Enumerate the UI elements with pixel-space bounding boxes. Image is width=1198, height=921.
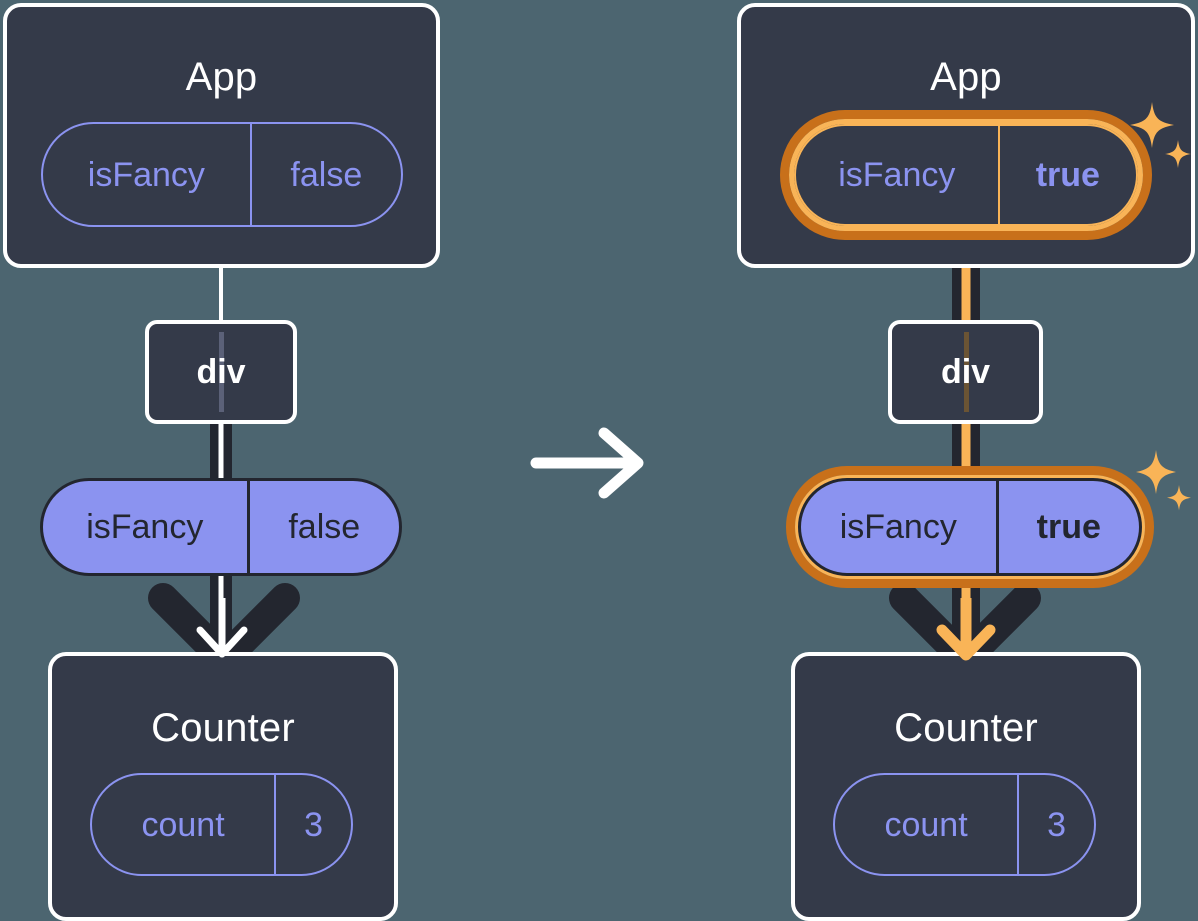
wire-core [961, 424, 971, 484]
counter-title-before: Counter [151, 706, 295, 750]
prop-value-before: false [246, 481, 399, 573]
arrow-into-counter-after [926, 598, 1006, 670]
app-state-pill-before[interactable]: isFancy false [41, 122, 403, 227]
prop-value-after: true [995, 481, 1139, 573]
prop-pill-before[interactable]: isFancy false [40, 478, 402, 576]
highlight-ring-outer-app-after [780, 110, 1152, 240]
sparkle-small-icon [1165, 140, 1191, 168]
wire-app-to-div-before [219, 268, 223, 320]
highlight-ring-inner-app-after [789, 119, 1143, 231]
wire-core [218, 424, 224, 484]
app-state-name-before: isFancy [87, 155, 205, 194]
sparkle-large-icon [1136, 450, 1176, 494]
arrow-into-counter-before [182, 598, 262, 670]
div-element-label-before: div [196, 353, 246, 391]
div-element-box-after: div [888, 320, 1043, 424]
transition-arrow-right-icon [528, 425, 652, 501]
sparkle-large-icon [1130, 102, 1174, 148]
div-element-box-before: div [145, 320, 297, 424]
app-state-name-after: isFancy [838, 156, 956, 194]
div-element-label-after: div [940, 353, 991, 391]
wire-behind-div [219, 332, 224, 412]
counter-state-pill-before[interactable]: count 3 [90, 773, 353, 876]
wire-div-to-prop-before [210, 424, 232, 484]
highlight-ring-outer-prop-after [786, 466, 1154, 588]
sparkle-small-icon [1167, 485, 1191, 511]
wire-core [961, 220, 971, 326]
prop-name-after: isFancy [839, 508, 957, 546]
counter-state-name-after: count [884, 805, 968, 844]
app-title-after: App [930, 55, 1002, 99]
prop-name-before: isFancy [86, 508, 204, 546]
app-state-pill-after[interactable]: isFancy true [794, 124, 1138, 226]
prop-pill-after[interactable]: isFancy true [798, 478, 1142, 576]
counter-state-value-after: 3 [1017, 775, 1094, 874]
app-state-value-before: false [249, 124, 401, 225]
wire-behind-div [963, 332, 969, 412]
counter-title-after: Counter [894, 706, 1038, 750]
sparkles-app-after [1126, 100, 1198, 180]
counter-state-pill-after[interactable]: count 3 [833, 773, 1096, 876]
app-title-before: App [185, 55, 258, 99]
counter-state-name-before: count [141, 805, 225, 844]
counter-state-value-before: 3 [274, 775, 351, 874]
app-state-value-after: true [997, 126, 1136, 224]
sparkles-prop-after [1134, 448, 1198, 520]
